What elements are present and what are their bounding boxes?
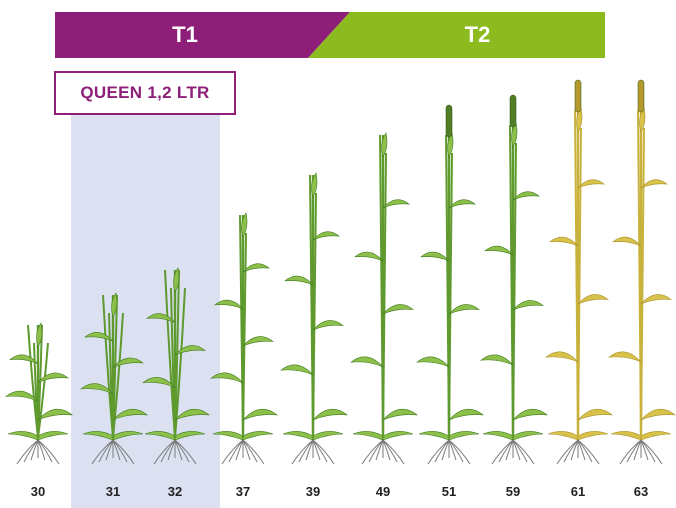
plant-stage-49 (350, 132, 418, 465)
plant-stage-32 (142, 267, 210, 465)
phase-label-t1: T1 (172, 22, 198, 47)
ear-51 (445, 104, 453, 138)
stage-label-32: 32 (167, 484, 183, 499)
phase-label-t2: T2 (464, 22, 491, 47)
plant-stage-39 (280, 172, 348, 465)
product-label: QUEEN 1,2 LTR (54, 71, 236, 115)
stage-label-63: 63 (633, 484, 649, 499)
stage-label-39: 39 (305, 484, 321, 499)
plant-stage-59 (480, 94, 548, 465)
stage-label-61: 61 (570, 484, 586, 499)
stage-label-37: 37 (235, 484, 251, 499)
application-window-highlight (71, 115, 220, 508)
stage-label-59: 59 (505, 484, 521, 499)
t2-bar (308, 12, 605, 58)
t1-bar (55, 12, 350, 58)
plant-stage-30 (5, 322, 73, 465)
plant-stage-31 (80, 292, 148, 465)
stage-label-30: 30 (30, 484, 46, 499)
plant-stage-37 (210, 212, 278, 465)
ear-61 (574, 79, 582, 113)
plant-stage-51 (416, 104, 484, 465)
stage-label-51: 51 (441, 484, 457, 499)
stage-label-31: 31 (105, 484, 121, 499)
plant-stage-63 (608, 79, 676, 465)
plant-stage-61 (545, 79, 613, 465)
phase-banner (55, 12, 605, 58)
stage-label-49: 49 (375, 484, 391, 499)
ear-59 (509, 94, 517, 128)
ear-63 (637, 79, 645, 113)
